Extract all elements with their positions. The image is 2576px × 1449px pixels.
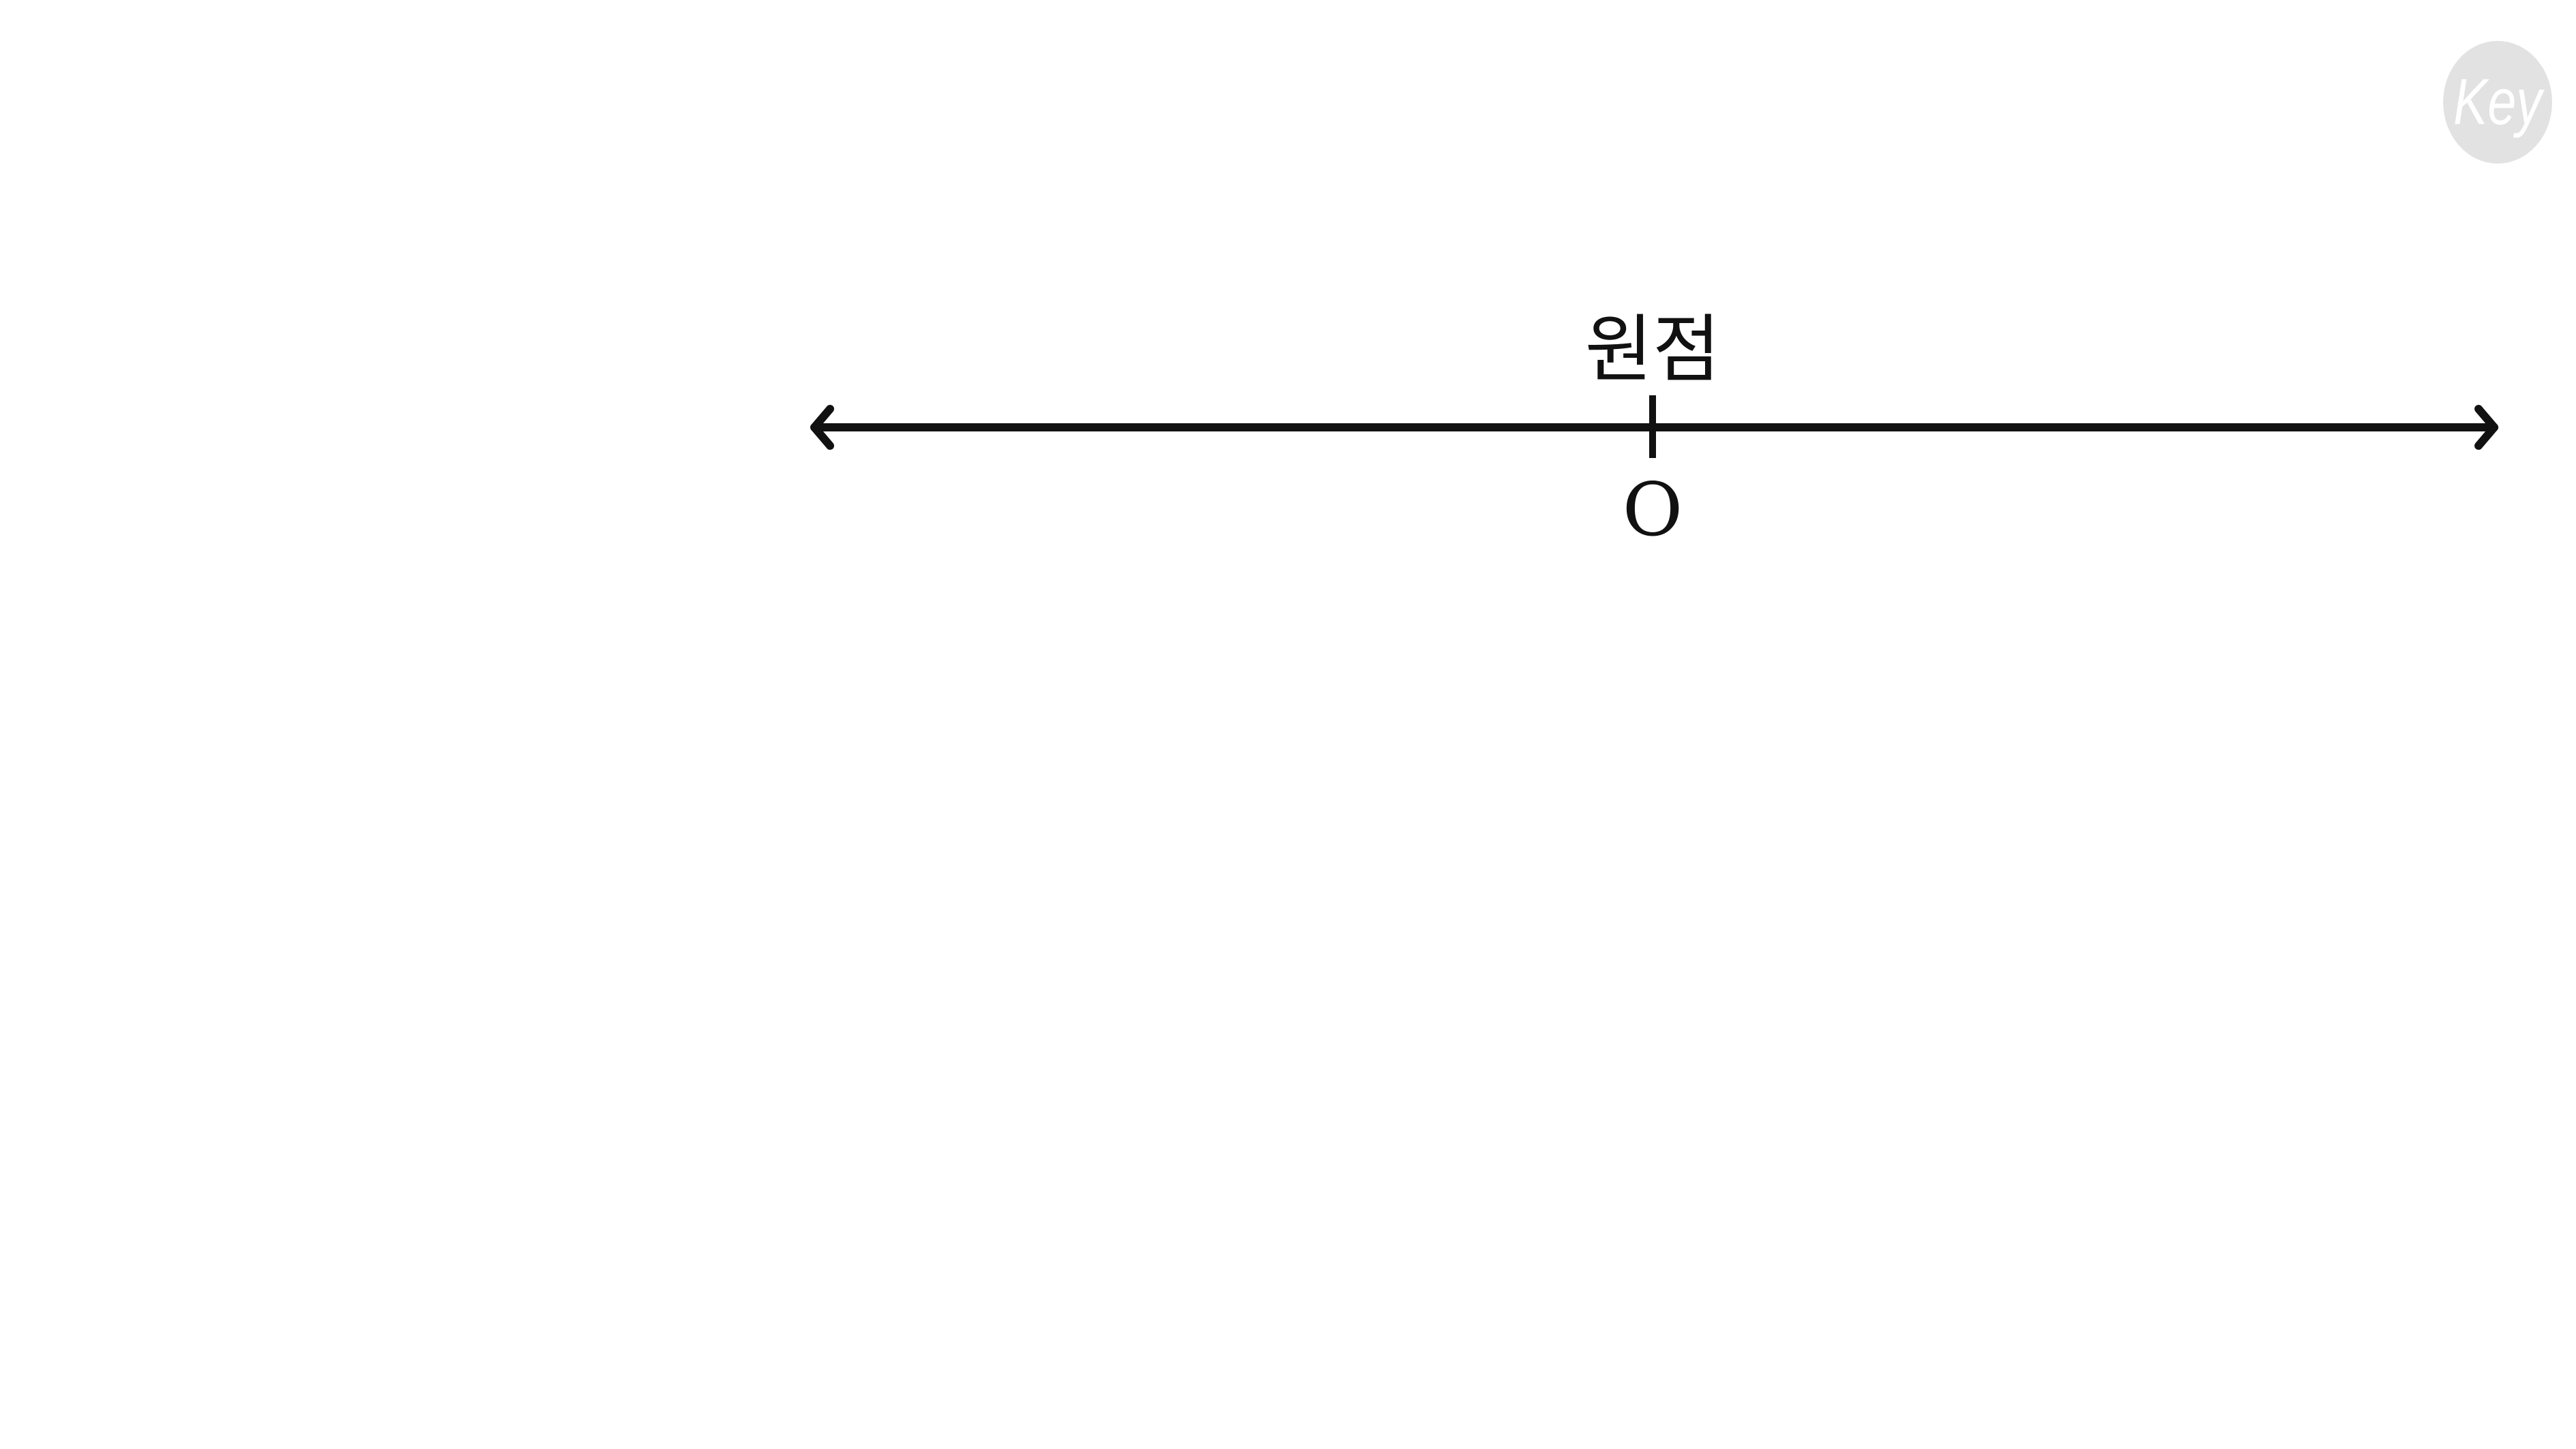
number-line [810, 395, 2498, 458]
origin-word-label: 원점 [1585, 307, 1721, 393]
key-logo-text: Key [2453, 65, 2545, 138]
key-logo: Key [2443, 41, 2552, 164]
right-arrowhead [2474, 405, 2498, 450]
origin-letter-label: O [1623, 468, 1683, 553]
left-arrowhead [810, 405, 834, 450]
key-logo-badge [2443, 41, 2552, 164]
